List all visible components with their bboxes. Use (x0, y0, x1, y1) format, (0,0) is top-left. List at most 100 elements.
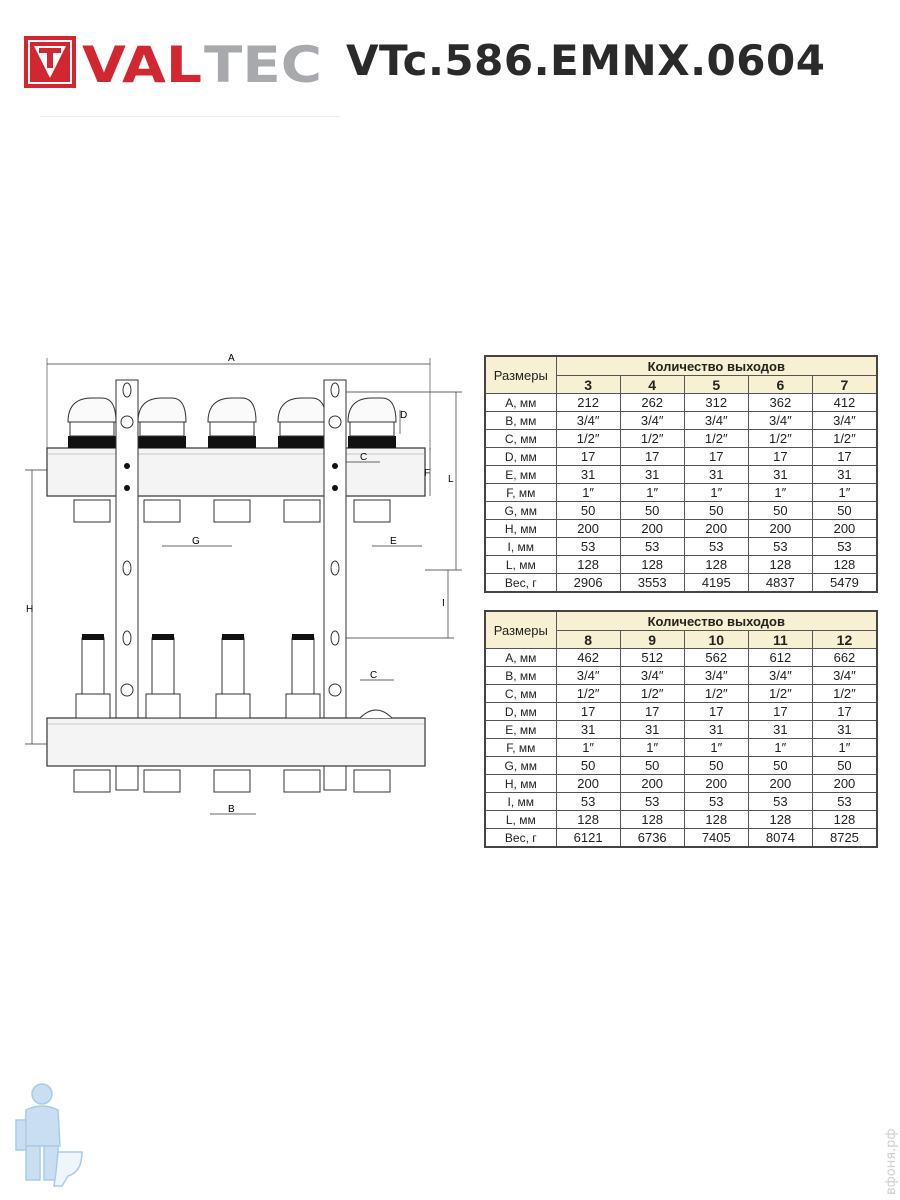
table-cell: 1/2″ (683, 429, 749, 448)
table-cell: 4837 (747, 573, 813, 593)
plumber-mascot-icon (15, 1083, 83, 1187)
table-cell: 200 (619, 519, 685, 538)
table-cell: 31 (811, 720, 878, 739)
table-cell: 662 (811, 648, 878, 667)
column-header: 7 (811, 375, 878, 394)
divider (40, 116, 340, 117)
table-cell: 128 (811, 555, 878, 574)
valtec-logo: VAL TEC (24, 36, 322, 90)
table-cell: 53 (683, 537, 749, 556)
row-label: А, мм (484, 393, 557, 412)
table-cell: 262 (619, 393, 685, 412)
table-cell: 31 (555, 720, 621, 739)
dim-label-g: G (192, 536, 200, 547)
table-cell: 6121 (555, 828, 621, 848)
table-cell: 31 (619, 465, 685, 484)
row-label: Н, мм (484, 774, 557, 793)
table-cell: 53 (683, 792, 749, 811)
table-cell: 17 (555, 447, 621, 466)
column-header: 11 (747, 630, 813, 649)
table-cell: 53 (747, 537, 813, 556)
column-header: 12 (811, 630, 878, 649)
row-label: В, мм (484, 666, 557, 685)
table-cell: 53 (811, 792, 878, 811)
page-header: VAL TEC VTc.586.EMNX.0604 (24, 34, 876, 94)
table-cell: 1″ (683, 483, 749, 502)
table-cell: 3/4″ (811, 666, 878, 685)
table-cell: 2906 (555, 573, 621, 593)
outlet-count-header: Количество выходов (555, 610, 878, 631)
watermark-text: вфоня.рф (884, 1128, 899, 1195)
table-cell: 1″ (747, 738, 813, 757)
row-label: Н, мм (484, 519, 557, 538)
column-header: 9 (619, 630, 685, 649)
row-label: Е, мм (484, 465, 557, 484)
table-cell: 1″ (811, 483, 878, 502)
table-cell: 3/4″ (747, 666, 813, 685)
row-label: G, мм (484, 756, 557, 775)
row-header-title: Размеры (484, 610, 557, 649)
table-cell: 31 (619, 720, 685, 739)
table-cell: 200 (683, 519, 749, 538)
table-cell: 53 (555, 792, 621, 811)
table-cell: 128 (555, 810, 621, 829)
table-cell: 50 (555, 501, 621, 520)
table-cell: 50 (747, 501, 813, 520)
row-label: L, мм (484, 810, 557, 829)
row-label: F, мм (484, 738, 557, 757)
table-cell: 3/4″ (811, 411, 878, 430)
table-cell: 3553 (619, 573, 685, 593)
dim-label-h: H (26, 604, 33, 615)
row-label: А, мм (484, 648, 557, 667)
table-cell: 128 (811, 810, 878, 829)
table-cell: 50 (747, 756, 813, 775)
table-cell: 200 (811, 774, 878, 793)
dim-label-b: B (228, 804, 235, 815)
table-cell: 128 (747, 810, 813, 829)
table-cell: 17 (619, 447, 685, 466)
table-cell: 8074 (747, 828, 813, 848)
table-cell: 1″ (683, 738, 749, 757)
table-cell: 31 (555, 465, 621, 484)
table-cell: 128 (619, 810, 685, 829)
table-cell: 1″ (555, 483, 621, 502)
column-header: 8 (555, 630, 621, 649)
outlet-count-header: Количество выходов (555, 355, 878, 376)
row-label: Вес, г (484, 573, 557, 593)
row-label: L, мм (484, 555, 557, 574)
table-cell: 1/2″ (555, 429, 621, 448)
row-label: С, мм (484, 684, 557, 703)
table-cell: 1″ (619, 483, 685, 502)
dim-label-c-top: C (360, 452, 367, 463)
table-cell: 7405 (683, 828, 749, 848)
column-header: 4 (619, 375, 685, 394)
table-cell: 17 (555, 702, 621, 721)
table-cell: 50 (683, 501, 749, 520)
table-cell: 312 (683, 393, 749, 412)
table-cell: 1″ (555, 738, 621, 757)
top-valve-caps (67, 397, 397, 423)
table-cell: 1/2″ (747, 429, 813, 448)
table-cell: 3/4″ (747, 411, 813, 430)
table-cell: 50 (619, 756, 685, 775)
table-cell: 6736 (619, 828, 685, 848)
table-cell: 128 (683, 555, 749, 574)
table-cell: 1/2″ (555, 684, 621, 703)
table-cell: 53 (619, 537, 685, 556)
table-cell: 1″ (811, 738, 878, 757)
